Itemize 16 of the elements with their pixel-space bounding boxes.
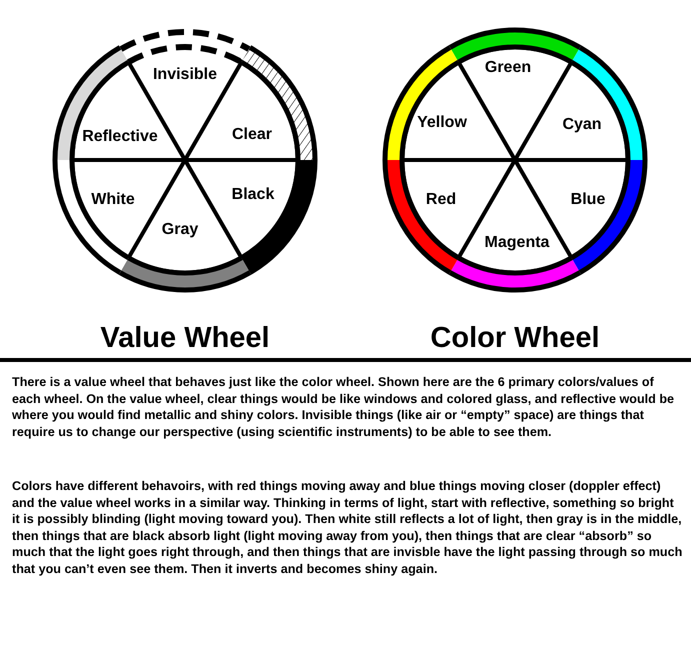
segment-label: Clear — [232, 126, 272, 144]
segment-label: Green — [484, 59, 532, 77]
paragraph: There is a value wheel that behaves just like the color wheel. Shown here are the 6 primary colors/values of each wheel. On the value wheel, clear things would be like windows and colored glass, and reflective would be where you would find metallic and shiny colors. Invisible things (like air or “empty” space) are things that require us to change our perspective (using scientific instruments) to be able to see them. — [12, 374, 676, 440]
segment-label: White — [91, 191, 135, 209]
segment-label: Black — [232, 186, 274, 204]
segment-label: Gray — [162, 221, 198, 239]
segment-label: Red — [426, 191, 456, 209]
segment-label: Reflective — [82, 128, 158, 146]
wheel-title: Color Wheel — [429, 321, 601, 356]
wheel-title: Value Wheel — [99, 321, 271, 356]
segment-label: Invisible — [152, 66, 218, 84]
segment-label: Magenta — [484, 234, 550, 252]
segment-label: Blue — [570, 191, 606, 209]
segment-label: Yellow — [417, 114, 467, 132]
paragraph: Colors have different behavoirs, with red things moving away and blue things moving closer (doppler effect) and the value wheel works in a similar way. Thinking in terms of light, start with reflective, something so bright it is possibly blinding (light moving toward you). Then white still reflects a lot of light, then gray is in the middle, then things that are black absorb light (light moving away from you), then things that are clear “absorb” so much that the light goes right through, and then things that are invisble have the light passing through so much that you can’t even see them. Then it inverts and becomes shiny again. — [12, 478, 684, 577]
segment-label: Cyan — [562, 116, 602, 134]
